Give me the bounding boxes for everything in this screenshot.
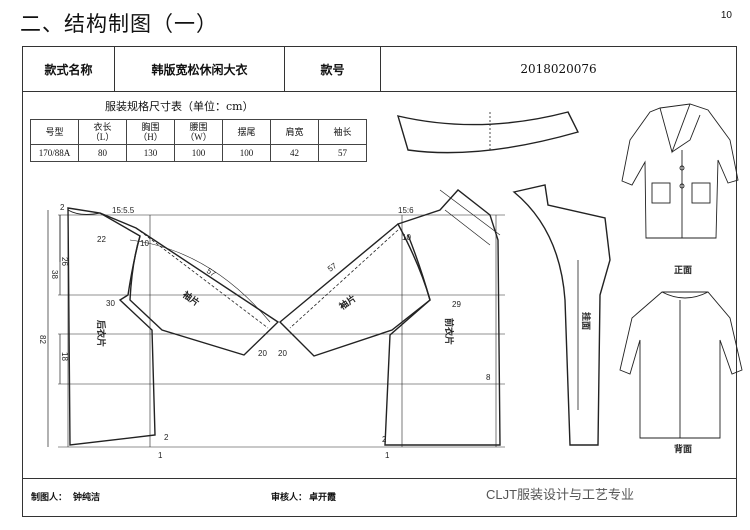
reviewer-label: 审核人： <box>271 493 308 503</box>
dimension-38: 38 <box>50 270 59 279</box>
sleeve-piece-left: 袖片 <box>180 288 202 308</box>
drawing-frame <box>22 90 737 479</box>
spec-header-cell: 胸围 （H） <box>126 119 175 145</box>
back-view-sketch <box>619 291 743 439</box>
right-sleeve-outline <box>278 223 431 357</box>
style-no-label: 款号 <box>285 47 381 91</box>
left-sleeve-outline <box>99 212 280 356</box>
shoulder-slope-left: 15:5.5 <box>112 206 135 215</box>
shoulder-slope-right: 15:6 <box>398 206 414 215</box>
spec-header-cell: 衣长 （L） <box>78 119 127 145</box>
drafter-name: 钟纯洁 <box>73 493 101 503</box>
note-1-right: 1 <box>385 451 390 460</box>
style-name-label: 款式名称 <box>23 47 115 91</box>
spec-data-cell: 42 <box>270 144 319 162</box>
dimension-lines <box>47 210 61 447</box>
spec-header-cell: 号型 <box>30 119 79 145</box>
spec-data-cell: 130 <box>126 144 175 162</box>
spec-table-title: 服装规格尺寸表（单位：cm） <box>105 100 254 113</box>
note-2-top: 2 <box>60 203 65 212</box>
sleeve-length-left: 57 <box>205 266 218 279</box>
footer-signature-row: 制图人： 钟纯洁 审核人： 卓开霞 <box>22 478 737 517</box>
note-8: 8 <box>486 373 491 382</box>
construction-lines <box>58 210 505 448</box>
spec-data-cell: 57 <box>318 144 367 162</box>
dimension-18: 18 <box>60 352 69 361</box>
spec-data-row: 170/88A 80 130 100 100 42 57 <box>30 144 367 162</box>
reviewer-name: 卓开霞 <box>309 493 337 503</box>
spec-header-cell: 摆尾 <box>222 119 271 145</box>
info-header-table: 款式名称 韩版宽松休闲大衣 款号 2018020076 <box>22 46 737 92</box>
front-piece-label: 前衣片 <box>444 318 455 345</box>
spec-data-cell: 100 <box>222 144 271 162</box>
note-20-right: 20 <box>278 349 287 358</box>
page-number: 10 <box>720 10 732 21</box>
watermark: CLJT服装设计与工艺专业 <box>486 487 635 502</box>
collar-outline <box>396 111 580 154</box>
drafter-label: 制图人： <box>31 493 68 503</box>
note-30: 30 <box>106 299 115 308</box>
note-20-left: 20 <box>258 349 267 358</box>
note-1-left: 1 <box>158 451 163 460</box>
spec-data-cell: 100 <box>174 144 223 162</box>
note-2-left-hem: 2 <box>164 433 169 442</box>
facing-label: 挂面 <box>581 312 592 330</box>
note-22: 22 <box>97 235 106 244</box>
spec-table: 号型 衣长 （L） 胸围 （H） 腰围 （W） 摆尾 肩宽 袖长 170/88A… <box>30 119 367 162</box>
sleeve-length-right: 57 <box>326 261 339 274</box>
note-10-right: 10 <box>402 233 411 242</box>
front-view-label: 正面 <box>674 265 692 275</box>
facing-piece-outline <box>512 184 611 446</box>
style-name-value: 韩版宽松休闲大衣 <box>115 47 285 91</box>
note-10-left: 10 <box>140 239 149 248</box>
note-2-right-hem: 2 <box>382 435 387 444</box>
dimension-82: 82 <box>38 335 47 344</box>
page-title: 二、结构制图（一） <box>20 12 218 36</box>
back-piece-label: 后衣片 <box>96 320 107 347</box>
back-view-label: 背面 <box>674 443 692 454</box>
dimension-26: 26 <box>60 257 69 266</box>
front-view-sketch <box>621 103 739 239</box>
spec-header-row: 号型 衣长 （L） 胸围 （H） 腰围 （W） 摆尾 肩宽 袖长 <box>30 119 367 145</box>
style-no-value: 2018020076 <box>520 62 597 76</box>
note-29: 29 <box>452 300 461 309</box>
